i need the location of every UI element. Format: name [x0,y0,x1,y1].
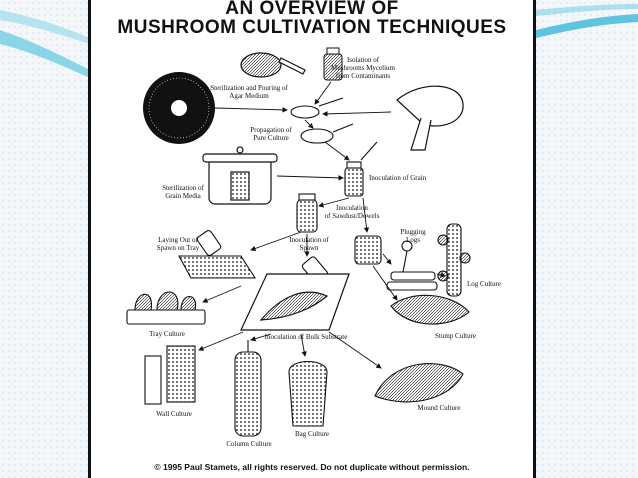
column-culture-icon [234,340,262,437]
dowel-basket-icon [354,235,382,265]
label-inoculation-grain: Inoculation of Grain [369,174,427,182]
label-log-culture: Log Culture [467,280,502,288]
agar-flask-icon [240,52,306,78]
diagram-title-line2: MUSHROOM CULTIVATION TECHNIQUES [117,17,507,38]
label-tray-culture: Tray Culture [149,330,185,338]
propagation-dish-icon [300,123,354,144]
mushroom-cross-section-icon [396,85,464,151]
petri-dish-icon [290,97,344,119]
sawdust-jar-icon [296,193,318,233]
label-bag-culture: Bag Culture [294,430,330,438]
label-stump-culture: Stump Culture [435,332,477,340]
spawn-tray-icon [178,230,257,279]
decorative-swoosh [0,4,638,78]
diagram-frame: AN OVERVIEW OF MUSHROOM CULTIVATION TECH… [88,0,536,478]
label-inoculation-bulk: Inoculation of Bulk Substrate [264,333,348,341]
label-plugging-logs: Plugging Logs [400,228,426,244]
diagram-title-line1: AN OVERVIEW OF [225,0,399,19]
label-isolation: Isolation of Mushrooms Mycelium from Con… [331,56,395,80]
label-sterilization-grain: Sterilization of Grain Media [162,184,204,200]
pressure-cooker-icon [202,146,278,205]
label-inoculation-spawn: Inoculation of Spawn [289,236,329,252]
plugging-logs-icon [386,240,438,291]
bulk-substrate-icon [240,273,350,331]
grain-jar-icon [344,141,378,197]
mound-culture-icon [374,363,464,403]
copyright-notice: © 1995 Paul Stamets, all rights reserved… [154,462,470,472]
tray-culture-icon [126,291,206,325]
label-wall-culture: Wall Culture [156,410,192,418]
log-culture-icon [437,223,471,297]
label-column-culture: Column Culture [226,440,272,448]
process-arrows [198,81,446,369]
wall-culture-icon [144,345,196,405]
cultivation-illustration [126,47,471,437]
label-laying-out: Laying Out of Spawn on Tray [156,236,200,252]
label-sterilization-agar: Sterilization and Pouring of Agar Medium [210,84,288,100]
stump-culture-icon [390,294,470,325]
bag-culture-icon [288,361,328,427]
spore-print-icon [143,72,215,144]
label-propagation: Propagation of Pure Culture [250,126,292,142]
petri-stack-icon [323,47,343,81]
label-mound-culture: Mound Culture [417,404,461,412]
label-inoculation-sawdust: Inoculation of Sawdust/Dowels [324,204,380,220]
